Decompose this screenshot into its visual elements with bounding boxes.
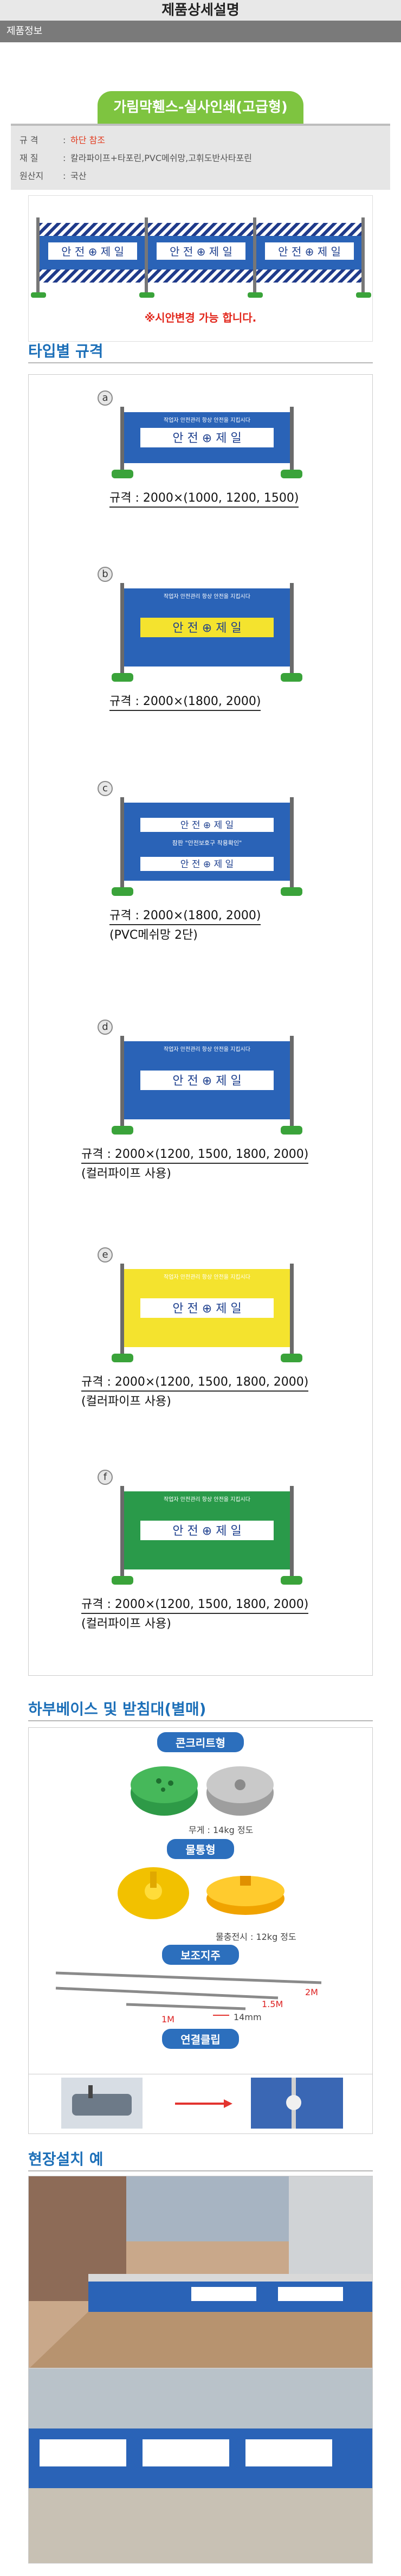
type-badge: f	[98, 1470, 113, 1485]
support-len-1m: 1M	[161, 2014, 174, 2024]
product-info-tab[interactable]: 제품정보	[0, 21, 401, 42]
type-spec-text: 규격 : 2000×(1200, 1500, 1800, 2000)	[81, 1144, 309, 1164]
type-spec-caption: 규격 : 2000×(1000, 1200, 1500)	[109, 488, 299, 508]
type-spec-caption: 규격 : 2000×(1800, 2000)	[109, 691, 261, 711]
site-photo-1	[28, 2176, 373, 2368]
svg-text:안 전 ⊕ 제 일: 안 전 ⊕ 제 일	[180, 859, 234, 870]
support-diameter: 14mm	[234, 2012, 262, 2022]
type-fence-image: 안 전 ⊕ 제 일 작업자 안전관리 항상 안전을 지킵시다	[112, 583, 302, 682]
spec-value: 국산	[70, 171, 87, 181]
banner-text: 안 전 ⊕ 제 일	[61, 245, 124, 258]
water-base-image	[118, 1867, 284, 1919]
spec-key: 원산지	[20, 171, 44, 181]
support-pole-image	[55, 1971, 322, 2016]
clip-label: 연결클립	[29, 2029, 372, 2049]
product-name-tab: 가림막휀스-실사인쇄(고급형)	[98, 91, 303, 124]
section-title-bases: 하부베이스 및 받침대(별매)	[28, 1700, 206, 1718]
type-spec-caption: 규격 : 2000×(1200, 1500, 1800, 2000) (컬러파이프…	[81, 1372, 309, 1409]
spec-colon: :	[63, 171, 66, 181]
type-spec-text: 규격 : 2000×(1800, 2000)	[109, 906, 261, 925]
spec-row-size: 규 격 : 하단 참조	[20, 131, 381, 149]
spec-table: 규 격 : 하단 참조 재 질 : 칼라파이프+타포린,PVC메쉬망,고휘도반사…	[11, 124, 390, 190]
spec-value: 하단 참조	[70, 135, 105, 145]
type-spec-text: 규격 : 2000×(1200, 1500, 1800, 2000)	[81, 1594, 309, 1614]
hero-fence-image: 안 전 ⊕ 제 일 안 전 ⊕ 제 일 안 전 ⊕ 제 일	[28, 195, 373, 342]
spec-key: 재 질	[20, 153, 38, 163]
svg-text:안 전 ⊕ 제 일: 안 전 ⊕ 제 일	[172, 432, 241, 445]
svg-text:작업자 안전관리 항상 안전을 지킵시다: 작업자 안전관리 항상 안전을 지킵시다	[164, 416, 250, 424]
type-spec-text: 규격 : 2000×(1800, 2000)	[109, 691, 261, 711]
svg-text:작업자 안전관리 항상 안전을 지킵시다: 작업자 안전관리 항상 안전을 지킵시다	[164, 1046, 250, 1053]
spec-row-origin: 원산지 : 국산	[20, 167, 381, 185]
fence-panel-2: 안 전 ⊕ 제 일	[139, 217, 255, 298]
type-fence-image: 안 전 ⊕ 제 일안 전 ⊕ 제 일참판 "안전보호구 착용확인"	[112, 797, 302, 896]
fence-panel-1: 안 전 ⊕ 제 일	[31, 217, 147, 298]
type-badge: d	[98, 1020, 113, 1035]
svg-text:안 전 ⊕ 제 일: 안 전 ⊕ 제 일	[180, 820, 234, 831]
section-divider	[28, 1720, 373, 1721]
type-spec-caption: 규격 : 2000×(1800, 2000) (PVC메쉬망 2단)	[109, 906, 261, 943]
type-badge: c	[98, 781, 113, 796]
site-photo-2	[28, 2368, 373, 2564]
concrete-weight-note: 무게 : 14kg 정도	[189, 1825, 254, 1835]
clip-panel	[28, 2074, 373, 2134]
type-badge: b	[98, 567, 113, 582]
support-label: 보조지주	[29, 1945, 372, 1965]
type-fence-image: 안 전 ⊕ 제 일 작업자 안전관리 항상 안전을 지킵시다	[112, 407, 302, 478]
type-fence-image: 안 전 ⊕ 제 일 작업자 안전관리 항상 안전을 지킵시다	[112, 1264, 302, 1362]
spec-colon: :	[63, 153, 66, 163]
site-photo-1-illustration	[29, 2176, 372, 2368]
section-title-types: 타입별 규격	[28, 342, 104, 360]
water-weight-note: 물충전시 : 12kg 정도	[216, 1932, 296, 1942]
svg-text:안 전 ⊕ 제 일: 안 전 ⊕ 제 일	[172, 621, 241, 635]
spec-value: 칼라파이프+타포린,PVC메쉬망,고휘도반사타포린	[70, 153, 253, 163]
svg-text:작업자 안전관리 항상 안전을 지킵시다: 작업자 안전관리 항상 안전을 지킵시다	[164, 1273, 250, 1280]
svg-text:작업자 안전관리 항상 안전을 지킵시다: 작업자 안전관리 항상 안전을 지킵시다	[164, 1496, 250, 1503]
bases-panel: 콘크리트형 무게 : 14kg 정도 물통형 물충전시 : 12kg 정도 보조…	[28, 1727, 373, 2074]
page-title: 제품상세설명	[0, 0, 401, 21]
type-fence-image: 안 전 ⊕ 제 일 작업자 안전관리 항상 안전을 지킵시다	[112, 1036, 302, 1135]
concrete-label: 콘크리트형	[29, 1732, 372, 1752]
type-spec-extra: (컬러파이프 사용)	[81, 1395, 171, 1408]
spec-row-material: 재 질 : 칼라파이프+타포린,PVC메쉬망,고휘도반사타포린	[20, 149, 381, 167]
svg-text:참판 "안전보호구 착용확인": 참판 "안전보호구 착용확인"	[172, 840, 242, 847]
svg-text:작업자 안전관리 항상 안전을 지킵시다: 작업자 안전관리 항상 안전을 지킵시다	[164, 593, 250, 600]
water-label: 물통형	[29, 1839, 372, 1859]
concrete-base-image	[131, 1766, 274, 1816]
type-spec-text: 규격 : 2000×(1000, 1200, 1500)	[109, 488, 299, 508]
type-spec-extra: (컬러파이프 사용)	[81, 1617, 171, 1631]
fence-row-illustration: 안 전 ⊕ 제 일 안 전 ⊕ 제 일 안 전 ⊕ 제 일	[31, 217, 371, 298]
type-spec-caption: 규격 : 2000×(1200, 1500, 1800, 2000) (컬러파이프…	[81, 1594, 309, 1631]
type-fence-image: 안 전 ⊕ 제 일 작업자 안전관리 항상 안전을 지킵시다	[112, 1486, 302, 1585]
section-divider	[28, 2170, 373, 2171]
support-len-2m: 2M	[305, 1987, 318, 1997]
type-badge: e	[98, 1247, 113, 1263]
banner-text: 안 전 ⊕ 제 일	[170, 245, 232, 258]
type-badge: a	[98, 390, 113, 406]
section-title-site: 현장설치 예	[28, 2150, 104, 2168]
type-spec-text: 규격 : 2000×(1200, 1500, 1800, 2000)	[81, 1372, 309, 1392]
svg-text:안 전 ⊕ 제 일: 안 전 ⊕ 제 일	[172, 1074, 241, 1088]
section-divider	[28, 362, 373, 363]
spec-key: 규 격	[20, 135, 38, 145]
svg-text:안 전 ⊕ 제 일: 안 전 ⊕ 제 일	[172, 1524, 241, 1538]
design-change-notice: ※시안변경 가능 합니다.	[144, 311, 257, 324]
svg-text:안 전 ⊕ 제 일: 안 전 ⊕ 제 일	[172, 1302, 241, 1316]
banner-text: 안 전 ⊕ 제 일	[278, 245, 341, 258]
spec-colon: :	[63, 135, 66, 145]
clip-image	[61, 2078, 343, 2129]
site-photo-2-illustration	[29, 2369, 372, 2563]
type-spec-caption: 규격 : 2000×(1200, 1500, 1800, 2000) (컬러파이프…	[81, 1144, 309, 1181]
support-len-15m: 1.5M	[262, 1999, 283, 2009]
type-spec-extra: (PVC메쉬망 2단)	[109, 928, 198, 942]
type-spec-extra: (컬러파이프 사용)	[81, 1167, 171, 1181]
fence-panel-3: 안 전 ⊕ 제 일	[248, 217, 371, 298]
